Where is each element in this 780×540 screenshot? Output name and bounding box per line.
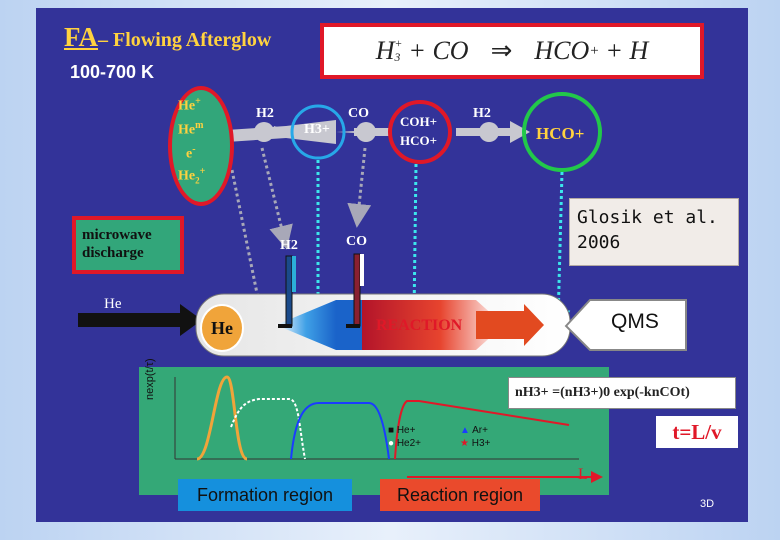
- eq-lhs-sub: 3: [394, 51, 401, 64]
- eq-arrow: ⇒: [490, 36, 513, 65]
- label-h2-b: H2: [473, 106, 491, 121]
- decay-chart-plot: [174, 375, 603, 483]
- drop-lines: [230, 147, 571, 334]
- h3-ion-curve: [394, 400, 570, 460]
- label-hco-mid: HCO+: [400, 133, 438, 148]
- reaction-region-label: Reaction region: [380, 479, 540, 511]
- legend-item-h3: ★ H3+: [460, 438, 491, 449]
- eq-rhs-hco: HCO: [534, 36, 590, 65]
- h3-circle: [290, 104, 346, 160]
- microwave-discharge-box: microwave discharge: [72, 216, 184, 274]
- qms-label: QMS: [611, 310, 659, 333]
- ion-he2-plus: He2+: [178, 166, 206, 186]
- reaction-equation: H+3+ CO⇒HCO++ H: [320, 23, 704, 79]
- h2-molecule-a: [254, 122, 274, 142]
- he-core-label: He: [211, 317, 233, 338]
- qms-shape: [564, 299, 687, 351]
- title-rest: – Flowing Afterglow: [98, 29, 272, 51]
- temperature-range: 100-700 K: [70, 62, 155, 82]
- formation-pulse-curve: [196, 375, 248, 461]
- eq-rhs-sup: +: [589, 42, 600, 59]
- title-abbr: FA: [64, 22, 98, 52]
- eq-rhs-tail: + H: [605, 36, 649, 65]
- time-formula: t=L/v: [656, 416, 738, 448]
- microwave-line1: microwave: [82, 227, 152, 243]
- injector-co: [346, 253, 364, 328]
- hco-final-circle: [522, 92, 602, 172]
- ion-he-plus: He+: [178, 96, 201, 114]
- citation-line2: 2006: [577, 232, 621, 253]
- length-label: L: [578, 466, 588, 483]
- legend-item-he2: ● He2+: [388, 438, 422, 449]
- ion-source-oval: [168, 86, 234, 206]
- coh-hco-circle: [388, 100, 452, 164]
- label-h2-a: H2: [256, 106, 274, 121]
- label-co-a: CO: [348, 106, 369, 121]
- legend-item-he: ■ He+: [388, 425, 416, 436]
- label-h2-injector: H2: [280, 238, 298, 253]
- length-axis-arrowhead: [591, 471, 603, 483]
- chart-ylabel: nexp(t/τ): [144, 358, 156, 400]
- label-h3-plus: H3+: [304, 122, 330, 137]
- citation-line1: Glosik et al.: [577, 207, 718, 228]
- he-inflow-arrow: [78, 304, 202, 336]
- chart-legend-2: ▲ Ar+ ★ H3+: [460, 424, 490, 450]
- eq-lhs-sup: +: [394, 37, 403, 50]
- eq-plus-co: + CO: [408, 36, 469, 65]
- he-core-badge: He: [200, 304, 244, 352]
- eq-lhs-h: H: [375, 36, 395, 65]
- label-coh-plus: COH+: [400, 114, 438, 129]
- he-ion-curve: [230, 398, 306, 460]
- label-he-inflow: He: [104, 296, 122, 312]
- ion-electron: e-: [186, 144, 196, 162]
- injector-h2: [278, 255, 296, 328]
- label-hco-final: HCO+: [536, 124, 585, 143]
- citation-box: Glosik et al. 2006: [569, 198, 739, 266]
- ar-ion-curve: [290, 402, 390, 460]
- slide: FA– Flowing Afterglow 100-700 K H+3+ CO⇒…: [36, 8, 748, 522]
- formation-region-label: Formation region: [178, 479, 352, 511]
- label-co-injector: CO: [346, 234, 367, 249]
- ion-he-meta: Hem: [178, 120, 204, 138]
- decay-formula: nH3+ =(nH3+)0 exp(-knCOt): [508, 377, 736, 409]
- legend-item-ar: ▲ Ar+: [460, 425, 488, 436]
- page-number: 3D: [700, 498, 715, 510]
- h2-molecule-b: [479, 122, 499, 142]
- microwave-line2: discharge: [82, 245, 144, 261]
- chart-legend: ■ He+ ● He2+: [388, 424, 421, 450]
- slide-title: FA– Flowing Afterglow: [64, 22, 271, 53]
- co-molecule-a: [356, 122, 376, 142]
- label-reaction: REACTION: [376, 317, 463, 334]
